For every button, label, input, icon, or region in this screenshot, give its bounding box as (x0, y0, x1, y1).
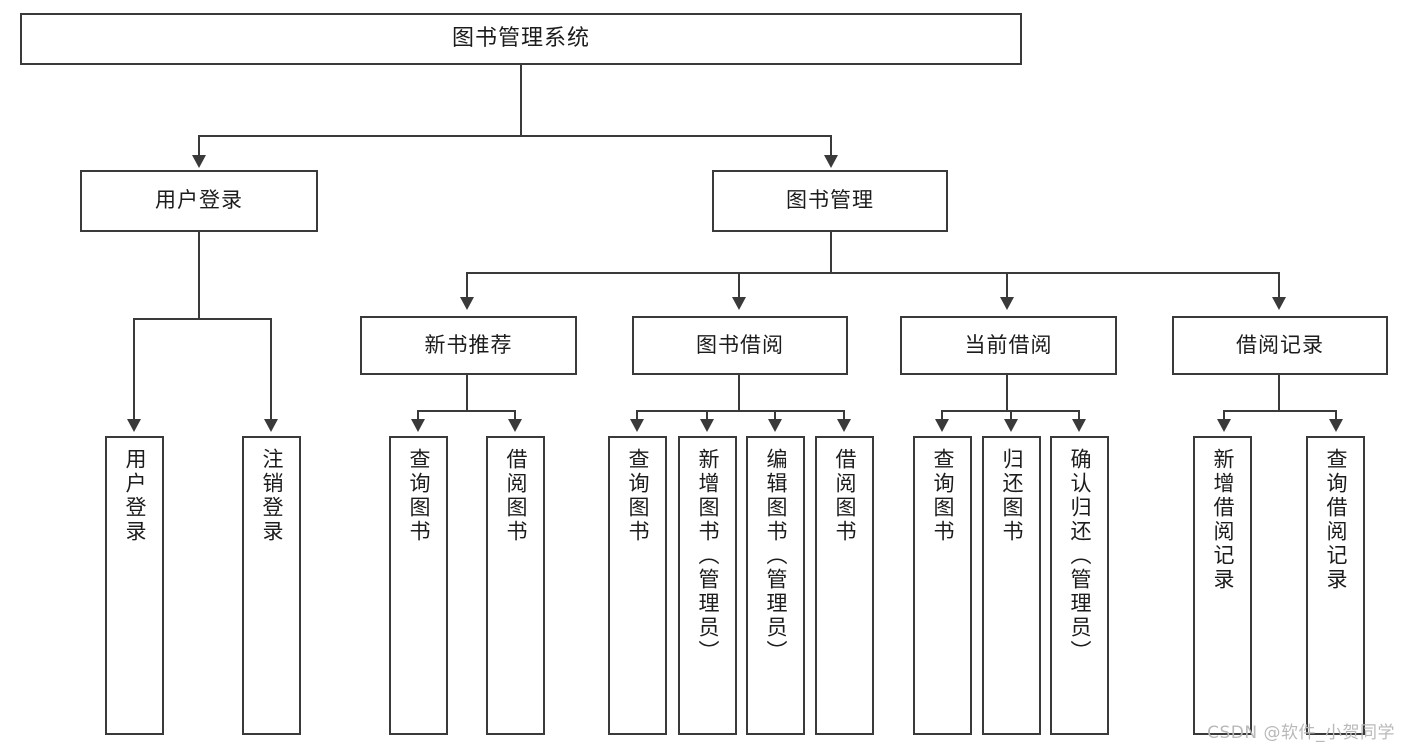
connector-borrow-record-bus (1223, 410, 1337, 412)
connector-book-management-stem (830, 232, 832, 273)
leaf-borrow-books-recommend[interactable]: 借阅图书 (486, 436, 545, 735)
arrow-nb-to-leaf-2-icon (508, 419, 522, 432)
leaf-borrow-books[interactable]: 借阅图书 (815, 436, 874, 735)
arrow-bb-to-leaf-4-icon (837, 419, 851, 432)
connector-bm-to-book-borrow (738, 272, 740, 299)
node-label: 注销登录 (259, 448, 284, 544)
leaf-confirm-return-admin[interactable]: 确认归还（管理员） (1050, 436, 1109, 735)
arrow-bb-to-leaf-2-icon (700, 419, 714, 432)
node-label: 查询图书 (625, 448, 650, 544)
node-current-borrow[interactable]: 当前借阅 (900, 316, 1117, 375)
node-label: 图书借阅 (696, 332, 784, 357)
arrow-user-login-to-leaf-1-icon (127, 419, 141, 432)
arrow-bm-to-new-book-icon (460, 297, 474, 310)
connector-nb-to-leaf-2 (514, 410, 516, 421)
connector-borrow-record-stem (1278, 375, 1280, 411)
node-label: 用户登录 (122, 448, 147, 544)
connector-br-to-leaf-2 (1335, 410, 1337, 421)
connector-root-stem (520, 65, 522, 136)
leaf-add-book-admin[interactable]: 新增图书（管理员） (678, 436, 737, 735)
connector-book-borrow-bus (636, 410, 844, 412)
connector-bm-to-new-book (466, 272, 468, 299)
leaf-return-books[interactable]: 归还图书 (982, 436, 1041, 735)
connector-root-to-user-login (198, 135, 200, 157)
arrow-nb-to-leaf-1-icon (411, 419, 425, 432)
node-label: 新增图书（管理员） (695, 448, 720, 664)
node-label: 查询图书 (930, 448, 955, 544)
arrow-cb-to-leaf-3-icon (1072, 419, 1086, 432)
node-label: 图书管理系统 (451, 25, 590, 51)
node-label: 查询借阅记录 (1323, 448, 1348, 592)
node-label: 借阅记录 (1236, 332, 1324, 357)
connector-bm-to-borrow-record (1278, 272, 1280, 299)
connector-new-book-bus (417, 410, 516, 412)
node-book-management-system[interactable]: 图书管理系统 (20, 13, 1022, 65)
arrow-cb-to-leaf-2-icon (1004, 419, 1018, 432)
leaf-user-login[interactable]: 用户登录 (105, 436, 164, 735)
leaf-edit-book-admin[interactable]: 编辑图书（管理员） (746, 436, 805, 735)
connector-bb-to-leaf-2 (706, 410, 708, 421)
arrow-bm-to-current-borrow-icon (1000, 297, 1014, 310)
leaf-logout[interactable]: 注销登录 (242, 436, 301, 735)
connector-bb-to-leaf-3 (774, 410, 776, 421)
leaf-add-borrow-record[interactable]: 新增借阅记录 (1193, 436, 1252, 735)
connector-root-to-book-management (830, 135, 832, 157)
node-label: 确认归还（管理员） (1067, 448, 1092, 664)
connector-cb-to-leaf-3 (1078, 410, 1080, 421)
connector-nb-to-leaf-1 (417, 410, 419, 421)
leaf-query-books-current[interactable]: 查询图书 (913, 436, 972, 735)
arrow-root-to-book-management-icon (824, 155, 838, 168)
connector-book-borrow-stem (738, 375, 740, 411)
arrow-bm-to-borrow-record-icon (1272, 297, 1286, 310)
connector-current-borrow-stem (1006, 375, 1008, 411)
node-label: 新增借阅记录 (1210, 448, 1235, 592)
connector-user-login-to-leaf-2 (270, 318, 272, 421)
arrow-root-to-user-login-icon (192, 155, 206, 168)
connector-cb-to-leaf-1 (941, 410, 943, 421)
node-borrow-record[interactable]: 借阅记录 (1172, 316, 1388, 375)
connector-new-book-stem (466, 375, 468, 411)
node-label: 编辑图书（管理员） (763, 448, 788, 664)
arrow-br-to-leaf-2-icon (1329, 419, 1343, 432)
leaf-query-borrow-record[interactable]: 查询借阅记录 (1306, 436, 1365, 735)
node-user-login[interactable]: 用户登录 (80, 170, 318, 232)
connector-book-management-bus (466, 272, 1280, 274)
node-label: 当前借阅 (964, 332, 1053, 357)
connector-cb-to-leaf-2 (1010, 410, 1012, 421)
node-label: 用户登录 (155, 188, 243, 213)
leaf-query-books-recommend[interactable]: 查询图书 (389, 436, 448, 735)
node-new-book-recommend[interactable]: 新书推荐 (360, 316, 577, 375)
node-label: 图书管理 (786, 188, 874, 213)
connector-user-login-stem (198, 232, 200, 319)
connector-root-bus (198, 135, 832, 137)
arrow-bb-to-leaf-1-icon (630, 419, 644, 432)
connector-br-to-leaf-1 (1223, 410, 1225, 421)
node-label: 归还图书 (999, 448, 1024, 544)
node-book-borrow[interactable]: 图书借阅 (632, 316, 848, 375)
connector-user-login-bus (133, 318, 271, 320)
arrow-user-login-to-leaf-2-icon (264, 419, 278, 432)
arrow-bm-to-book-borrow-icon (732, 297, 746, 310)
connector-user-login-to-leaf-1 (133, 318, 135, 421)
node-label: 借阅图书 (503, 448, 528, 544)
node-label: 借阅图书 (832, 448, 857, 544)
node-label: 查询图书 (406, 448, 431, 544)
leaf-query-books-borrow[interactable]: 查询图书 (608, 436, 667, 735)
arrow-br-to-leaf-1-icon (1217, 419, 1231, 432)
connector-bm-to-current-borrow (1006, 272, 1008, 299)
node-book-management[interactable]: 图书管理 (712, 170, 948, 232)
node-label: 新书推荐 (424, 332, 513, 357)
connector-bb-to-leaf-4 (843, 410, 845, 421)
arrow-cb-to-leaf-1-icon (935, 419, 949, 432)
connector-bb-to-leaf-1 (636, 410, 638, 421)
arrow-bb-to-leaf-3-icon (768, 419, 782, 432)
